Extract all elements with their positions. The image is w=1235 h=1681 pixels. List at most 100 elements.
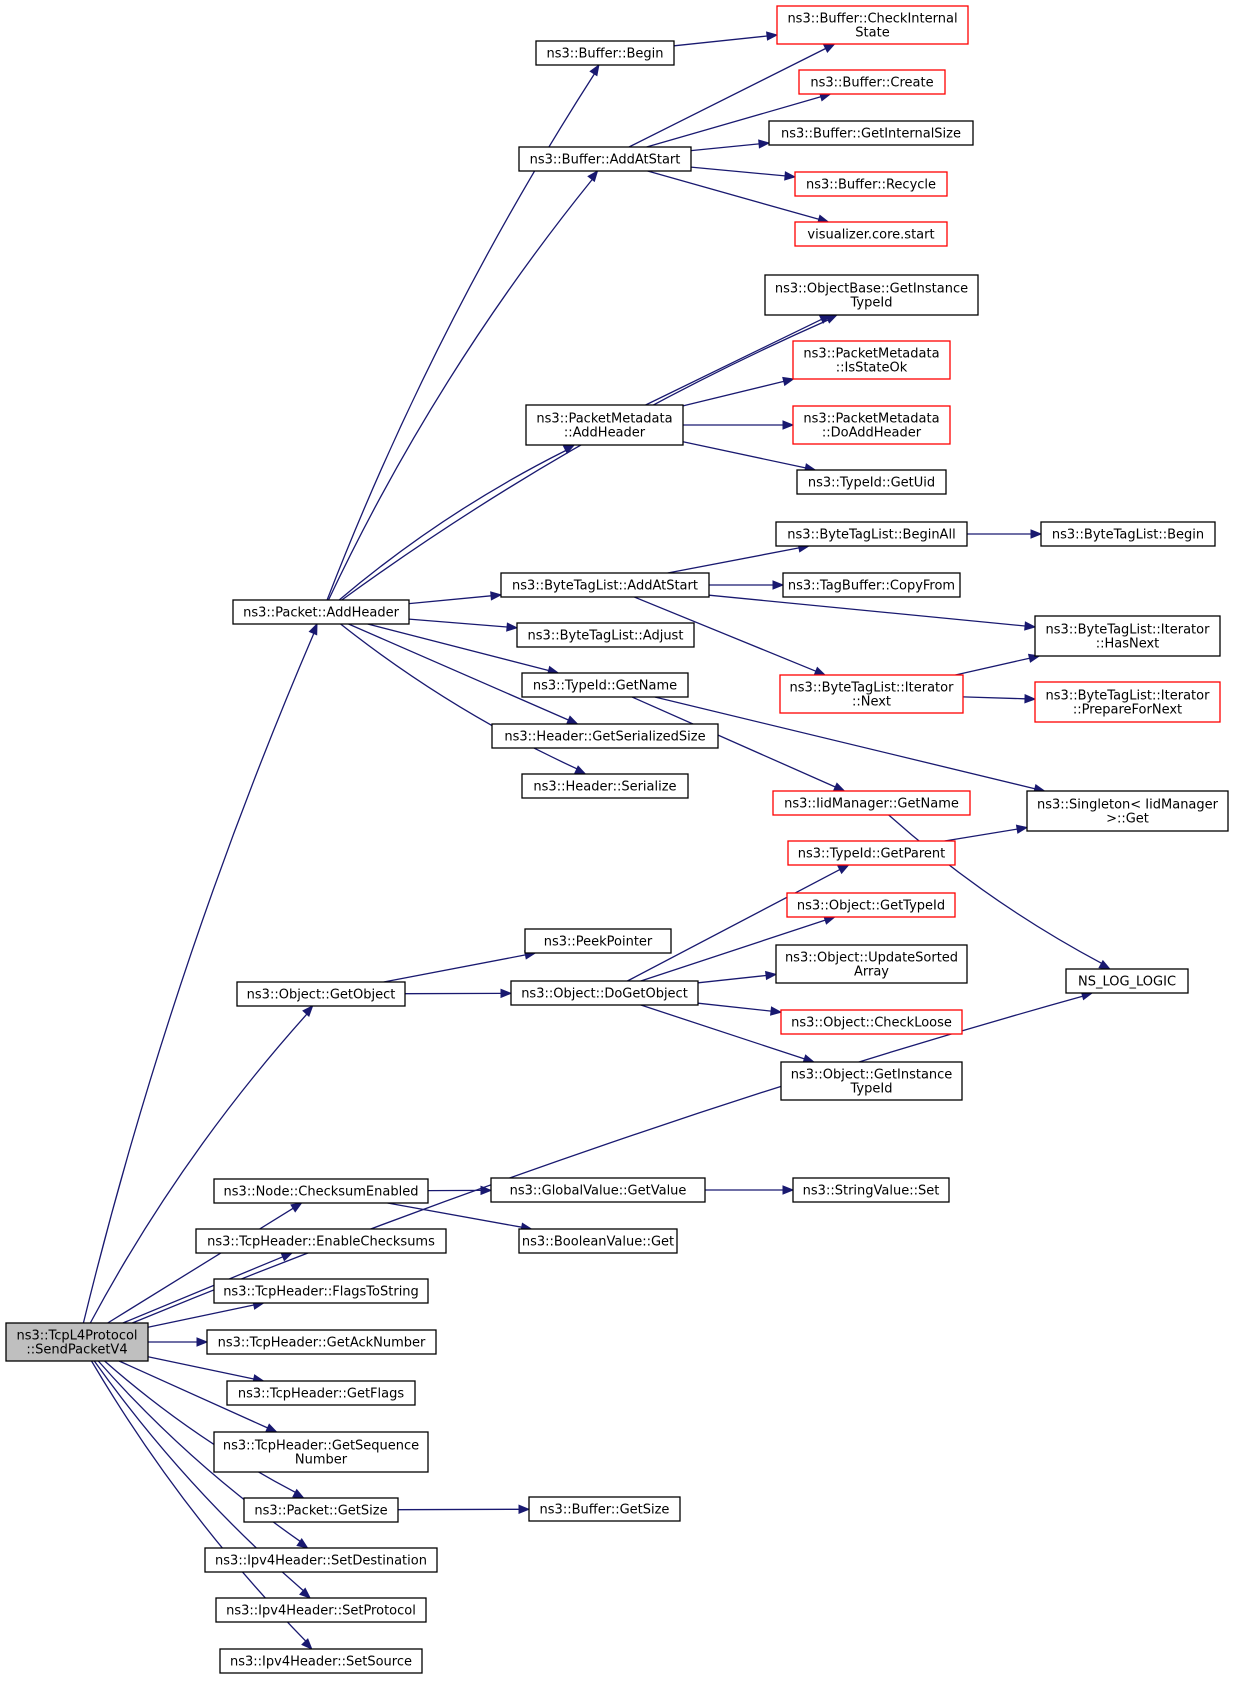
node-btl-beginall[interactable]: ns3::ByteTagList::BeginAll — [775, 521, 968, 547]
node-sv-set[interactable]: ns3::StringValue::Set — [792, 1177, 950, 1203]
arrowhead-buf_begin — [589, 63, 600, 77]
edge-pm_addheader-to-ob_getinsttid — [645, 318, 822, 406]
node-box — [792, 340, 951, 380]
edge-buf_addatstart-to-vis_start — [647, 170, 819, 220]
node-vis-start[interactable]: visualizer.core.start — [794, 221, 948, 247]
arrowhead-tid_getparent — [837, 864, 850, 875]
node-box — [510, 980, 699, 1006]
node-tcp-flagstostr[interactable]: ns3::TcpHeader::FlagsToString — [213, 1278, 429, 1304]
node-label: ns3::Buffer::GetInternalSize — [781, 127, 961, 142]
node-obj-gettypeid[interactable]: ns3::Object::GetTypeId — [786, 892, 956, 918]
node-pkt-getsize[interactable]: ns3::Packet::GetSize — [243, 1497, 399, 1523]
edge-btl_addatstart-to-btli_hasnext — [708, 594, 1026, 627]
node-buf-getintsize[interactable]: ns3::Buffer::GetInternalSize — [768, 120, 974, 146]
node-label: visualizer.core.start — [807, 228, 934, 243]
node-pm-doaddheader[interactable]: ns3::PacketMetadata::DoAddHeader — [792, 405, 951, 445]
arrowhead-buf_addatstart — [587, 169, 599, 183]
node-iid-getname[interactable]: ns3::IidManager::GetName — [772, 790, 971, 816]
node-bool-get[interactable]: ns3::BooleanValue::Get — [518, 1228, 678, 1254]
edge-send_v4-to-tcp_flagstostr — [147, 1304, 254, 1328]
node-btl-addatstart[interactable]: ns3::ByteTagList::AddAtStart — [500, 572, 710, 598]
node-tid-getname[interactable]: ns3::TypeId::GetName — [521, 672, 689, 698]
node-tid-getuid[interactable]: ns3::TypeId::GetUid — [796, 469, 947, 495]
node-label: Array — [854, 965, 889, 980]
node-label: ns3::Object::DoGetObject — [521, 987, 688, 1002]
node-buf-recycle[interactable]: ns3::Buffer::Recycle — [794, 171, 948, 197]
edge-btl_addatstart-to-btli_next — [634, 596, 817, 672]
node-peekpointer[interactable]: ns3::PeekPointer — [524, 928, 672, 954]
node-label: ns3::Ipv4Header::SetSource — [230, 1655, 412, 1670]
node-box — [518, 146, 692, 172]
node-buf-addatstart[interactable]: ns3::Buffer::AddAtStart — [518, 146, 692, 172]
node-label: ns3::ObjectBase::GetInstance — [775, 282, 968, 297]
node-box — [491, 723, 719, 749]
arrowhead-btl_begin — [1030, 529, 1043, 539]
node-label: ns3::Packet::AddHeader — [243, 606, 399, 621]
node-label: ns3::Object::UpdateSorted — [785, 951, 958, 966]
node-box — [232, 599, 410, 625]
node-obj-dogetobject[interactable]: ns3::Object::DoGetObject — [510, 980, 699, 1006]
node-btli-next[interactable]: ns3::ByteTagList::Iterator::Next — [779, 674, 964, 714]
node-obj-getobject[interactable]: ns3::Object::GetObject — [236, 981, 406, 1007]
node-obj-checkloose[interactable]: ns3::Object::CheckLoose — [780, 1009, 963, 1035]
node-tcp-getack[interactable]: ns3::TcpHeader::GetAckNumber — [206, 1329, 437, 1355]
node-btli-hasnext[interactable]: ns3::ByteTagList::Iterator::HasNext — [1034, 615, 1221, 657]
node-buf-getsize[interactable]: ns3::Buffer::GetSize — [528, 1496, 681, 1522]
node-label: ns3::ByteTagList::Adjust — [528, 629, 684, 644]
node-gv-getvalue[interactable]: ns3::GlobalValue::GetValue — [490, 1177, 706, 1203]
node-send-v4[interactable]: ns3::TcpL4Protocol::SendPacketV4 — [5, 1322, 149, 1362]
node-label: ns3::Header::GetSerializedSize — [504, 730, 705, 745]
node-label: ns3::IidManager::GetName — [784, 797, 959, 812]
node-tcp-enablecs[interactable]: ns3::TcpHeader::EnableChecksums — [195, 1228, 447, 1254]
edge-pkt_addheader-to-buf_addatstart — [327, 179, 593, 601]
node-pm-isstateok[interactable]: ns3::PacketMetadata::IsStateOk — [792, 340, 951, 380]
node-singleton-get[interactable]: ns3::Singleton< IidManager >::Get — [1026, 790, 1229, 832]
node-ns-log-logic[interactable]: NS_LOG_LOGIC — [1065, 968, 1189, 994]
node-tcp-getflags[interactable]: ns3::TcpHeader::GetFlags — [226, 1380, 416, 1406]
node-ip4-setsrc[interactable]: ns3::Ipv4Header::SetSource — [219, 1648, 423, 1674]
node-box — [768, 120, 974, 146]
node-btl-adjust[interactable]: ns3::ByteTagList::Adjust — [516, 622, 695, 648]
node-box — [213, 1431, 429, 1473]
node-buf-create[interactable]: ns3::Buffer::Create — [798, 69, 946, 95]
node-label: ns3::BooleanValue::Get — [522, 1235, 674, 1250]
arrowhead-btli_prepare — [1024, 694, 1037, 704]
arrowhead-sv_set — [782, 1185, 795, 1195]
node-label: ns3::PeekPointer — [544, 935, 653, 950]
node-pkt-addheader[interactable]: ns3::Packet::AddHeader — [232, 599, 410, 625]
node-btl-begin[interactable]: ns3::ByteTagList::Begin — [1040, 521, 1216, 547]
node-box — [794, 171, 948, 197]
edge-send_v4-to-tcp_getflags — [147, 1356, 254, 1380]
edge-obj_dogetobject-to-tid_getparent — [627, 869, 841, 982]
arrowhead-hdr_getsersize — [566, 715, 579, 725]
node-label: ns3::Buffer::Recycle — [806, 178, 936, 193]
node-tb-copyfrom[interactable]: ns3::TagBuffer::CopyFrom — [782, 572, 961, 598]
arrowhead-buf_checkstate — [823, 43, 836, 53]
node-box — [490, 1177, 706, 1203]
node-label: ::HasNext — [1096, 637, 1160, 652]
node-hdr-getsersize[interactable]: ns3::Header::GetSerializedSize — [491, 723, 719, 749]
node-pm-addheader[interactable]: ns3::PacketMetadata::AddHeader — [525, 404, 684, 446]
node-box — [195, 1228, 447, 1254]
arrowhead-ip4_setdest — [296, 1538, 309, 1549]
arrowhead-btl_addatstart — [490, 591, 503, 601]
edge-pkt_addheader-to-btl_adjust — [408, 618, 508, 628]
node-btli-prepare[interactable]: ns3::ByteTagList::Iterator::PrepareForNe… — [1034, 681, 1221, 723]
node-hdr-serialize[interactable]: ns3::Header::Serialize — [521, 773, 689, 799]
arrowhead-ip4_setsrc — [301, 1638, 313, 1650]
node-box — [524, 928, 672, 954]
node-buf-begin[interactable]: ns3::Buffer::Begin — [535, 40, 675, 66]
node-tid-getparent[interactable]: ns3::TypeId::GetParent — [787, 840, 956, 866]
node-label: TypeId — [850, 1082, 893, 1097]
arrowhead-buf_checkstate — [766, 31, 779, 41]
node-node-checksum[interactable]: ns3::Node::ChecksumEnabled — [213, 1178, 429, 1204]
node-ip4-setdest[interactable]: ns3::Ipv4Header::SetDestination — [204, 1547, 438, 1573]
node-box — [521, 672, 689, 698]
node-ip4-setproto[interactable]: ns3::Ipv4Header::SetProtocol — [215, 1597, 427, 1623]
